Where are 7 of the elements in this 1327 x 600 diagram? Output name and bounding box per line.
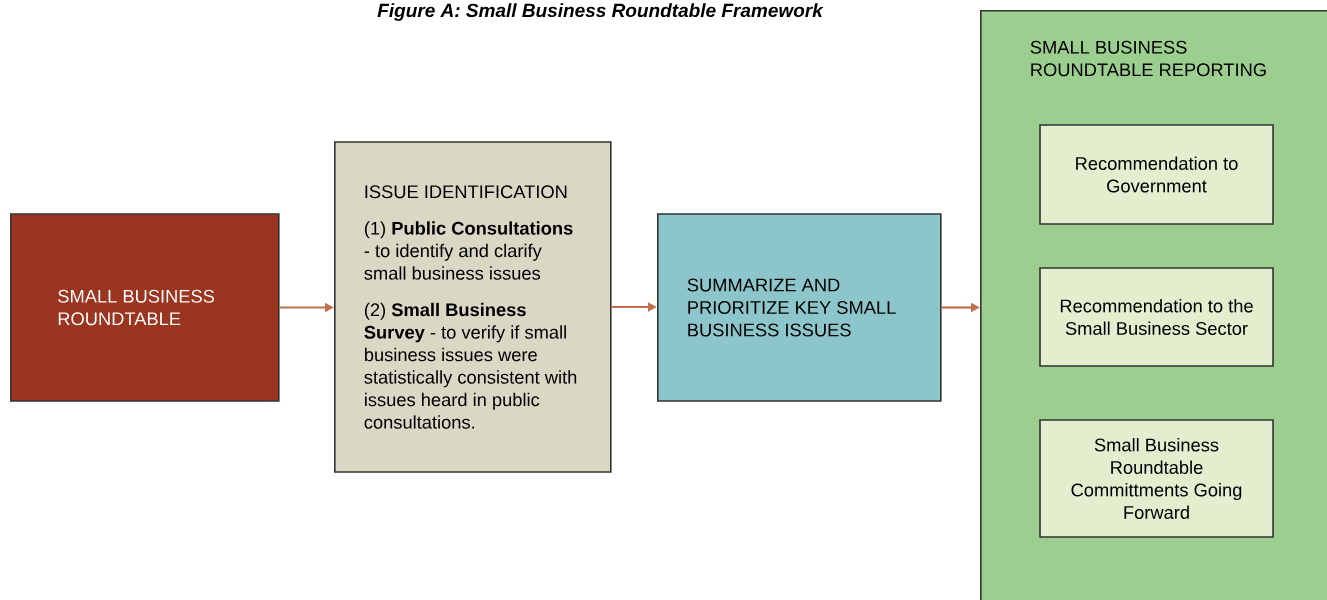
output-box: Recommendation to Government (1039, 124, 1274, 225)
figure-title: Figure A: Small Business Roundtable Framework (377, 3, 824, 21)
process-box: SUMMARIZE AND PRIORITIZE KEY SMALL BUSINESS ISSUES (657, 213, 942, 402)
output-box: Recommendation to the Small Business Sector (1039, 267, 1274, 367)
output-box: Small Business Roundtable Committments Going Forward (1039, 419, 1274, 538)
process-box: ISSUE IDENTIFICATION (1) Public Consultations - to identify and clarify small business issues (2) Small Business Survey - to verify if small business issues were statistically consistent with issues heard in public consultations. (334, 141, 612, 473)
roundtable-box: SMALL BUSINESS ROUNDTABLE (10, 213, 280, 402)
